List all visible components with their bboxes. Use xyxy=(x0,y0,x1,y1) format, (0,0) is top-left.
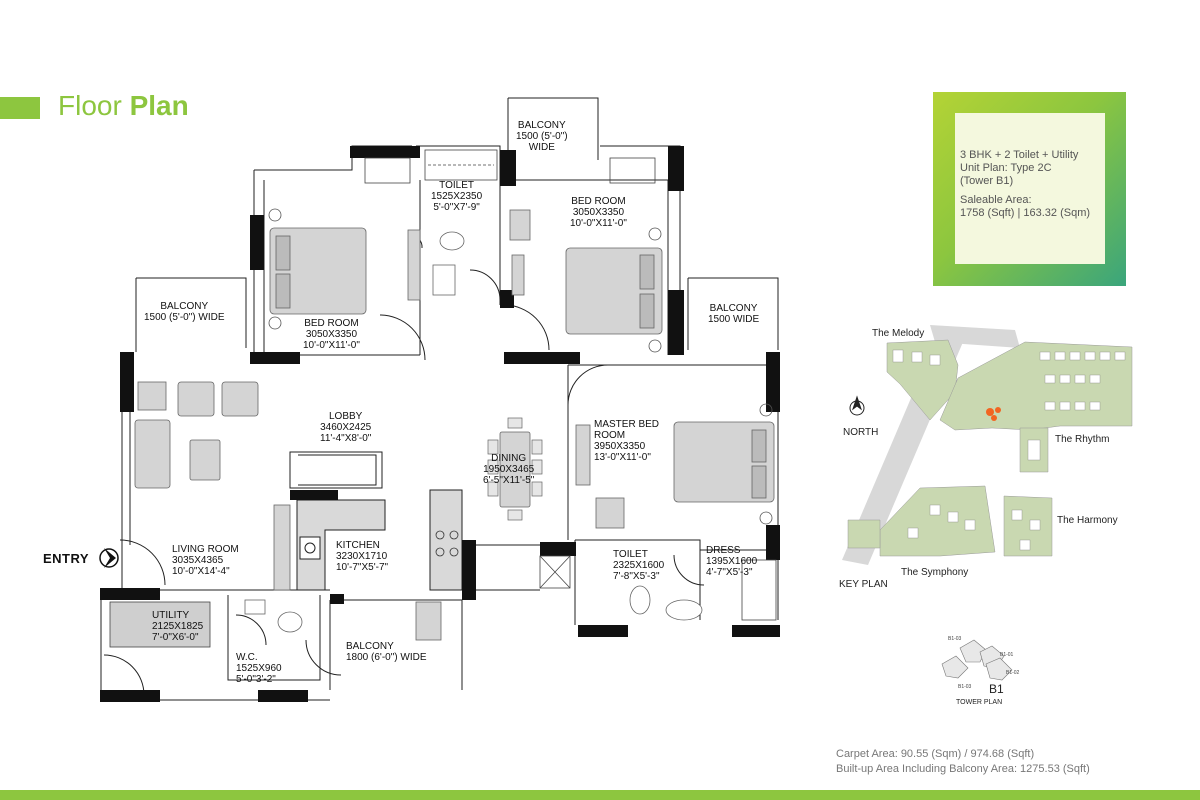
page-title: Floor Plan xyxy=(58,90,189,122)
tower-plan-label: TOWER PLAN xyxy=(956,699,1003,706)
tower-block-label: B1-02 xyxy=(1006,670,1020,676)
north-arrow-icon xyxy=(849,395,865,416)
north-label: NORTH xyxy=(843,427,879,438)
carpet-area: Carpet Area: 90.55 (Sqm) / 974.68 (Sqft) xyxy=(836,748,1035,760)
key-plan-label: KEY PLAN xyxy=(839,579,888,590)
entry-arrow-icon xyxy=(104,548,116,568)
area-summary: Carpet Area: 90.55 (Sqm) / 974.68 (Sqft)… xyxy=(836,747,1090,777)
entry-label: ENTRY xyxy=(43,551,90,566)
rhythm-label: The Rhythm xyxy=(1055,434,1110,445)
harmony-label: The Harmony xyxy=(1057,515,1118,526)
tower-block-label: B1-03 xyxy=(958,684,972,690)
builtup-area: Built-up Area Including Balcony Area: 12… xyxy=(836,763,1090,775)
key-plan-map xyxy=(842,325,1133,565)
symphony-label: The Symphony xyxy=(901,567,969,578)
unit-type: Unit Plan: Type 2C xyxy=(960,162,1052,174)
title-bold: Plan xyxy=(129,90,189,121)
footer-accent-bar xyxy=(0,790,1200,800)
saleable-label: Saleable Area: xyxy=(960,194,1032,206)
unit-info-panel: 3 BHK + 2 Toilet + Utility Unit Plan: Ty… xyxy=(955,113,1105,264)
tower-letter: B1 xyxy=(989,682,1004,696)
saleable-value: 1758 (Sqft) | 163.32 (Sqm) xyxy=(960,207,1091,219)
tower-plan-diagram xyxy=(941,639,1013,681)
unit-config: 3 BHK + 2 Toilet + Utility xyxy=(960,149,1079,161)
unit-tower: (Tower B1) xyxy=(960,175,1014,187)
tower-block-label: B1-03 xyxy=(948,636,962,642)
title-light: Floor xyxy=(58,90,122,121)
tower-block-label: B1-01 xyxy=(1000,652,1014,658)
melody-label: The Melody xyxy=(872,328,925,339)
title-accent-bar xyxy=(0,97,40,119)
